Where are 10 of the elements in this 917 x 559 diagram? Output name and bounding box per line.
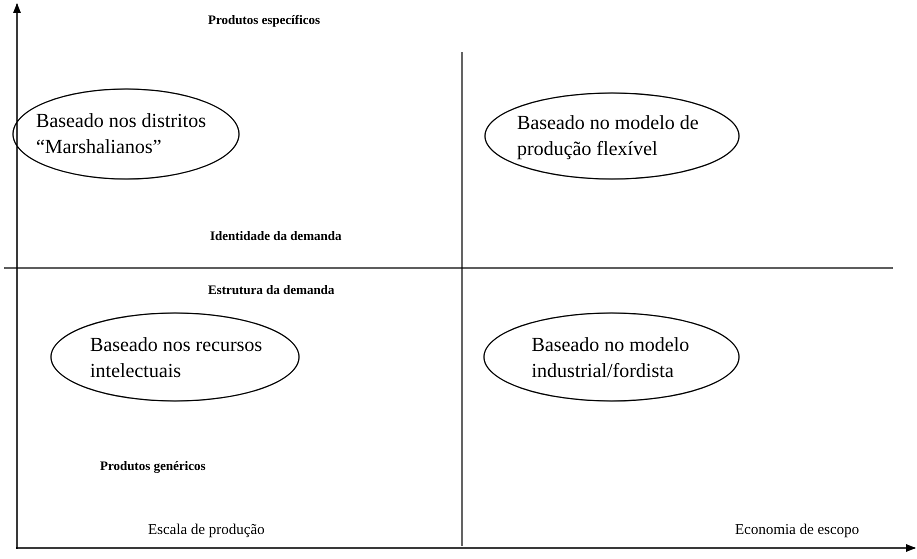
ellipse-label: Baseado nos recursos intelectuais <box>90 333 264 384</box>
ellipse-label: Baseado no modelo de produção flexível <box>517 111 700 162</box>
ellipse-label: Baseado no modelo industrial/fordista <box>532 333 690 384</box>
axis-pole-label: Produtos específicos <box>208 12 320 28</box>
axis-pole-label: Economia de escopo <box>735 522 860 539</box>
axis-pole-label: Escala de produção <box>148 522 265 539</box>
ellipse-label: Baseado nos distritos “Marshalianos” <box>36 109 207 160</box>
quadrant-label: Identidade da demanda <box>210 228 342 244</box>
quadrant-label: Estrutura da demanda <box>208 282 334 298</box>
axis-pole-label: Produtos genéricos <box>100 458 206 474</box>
